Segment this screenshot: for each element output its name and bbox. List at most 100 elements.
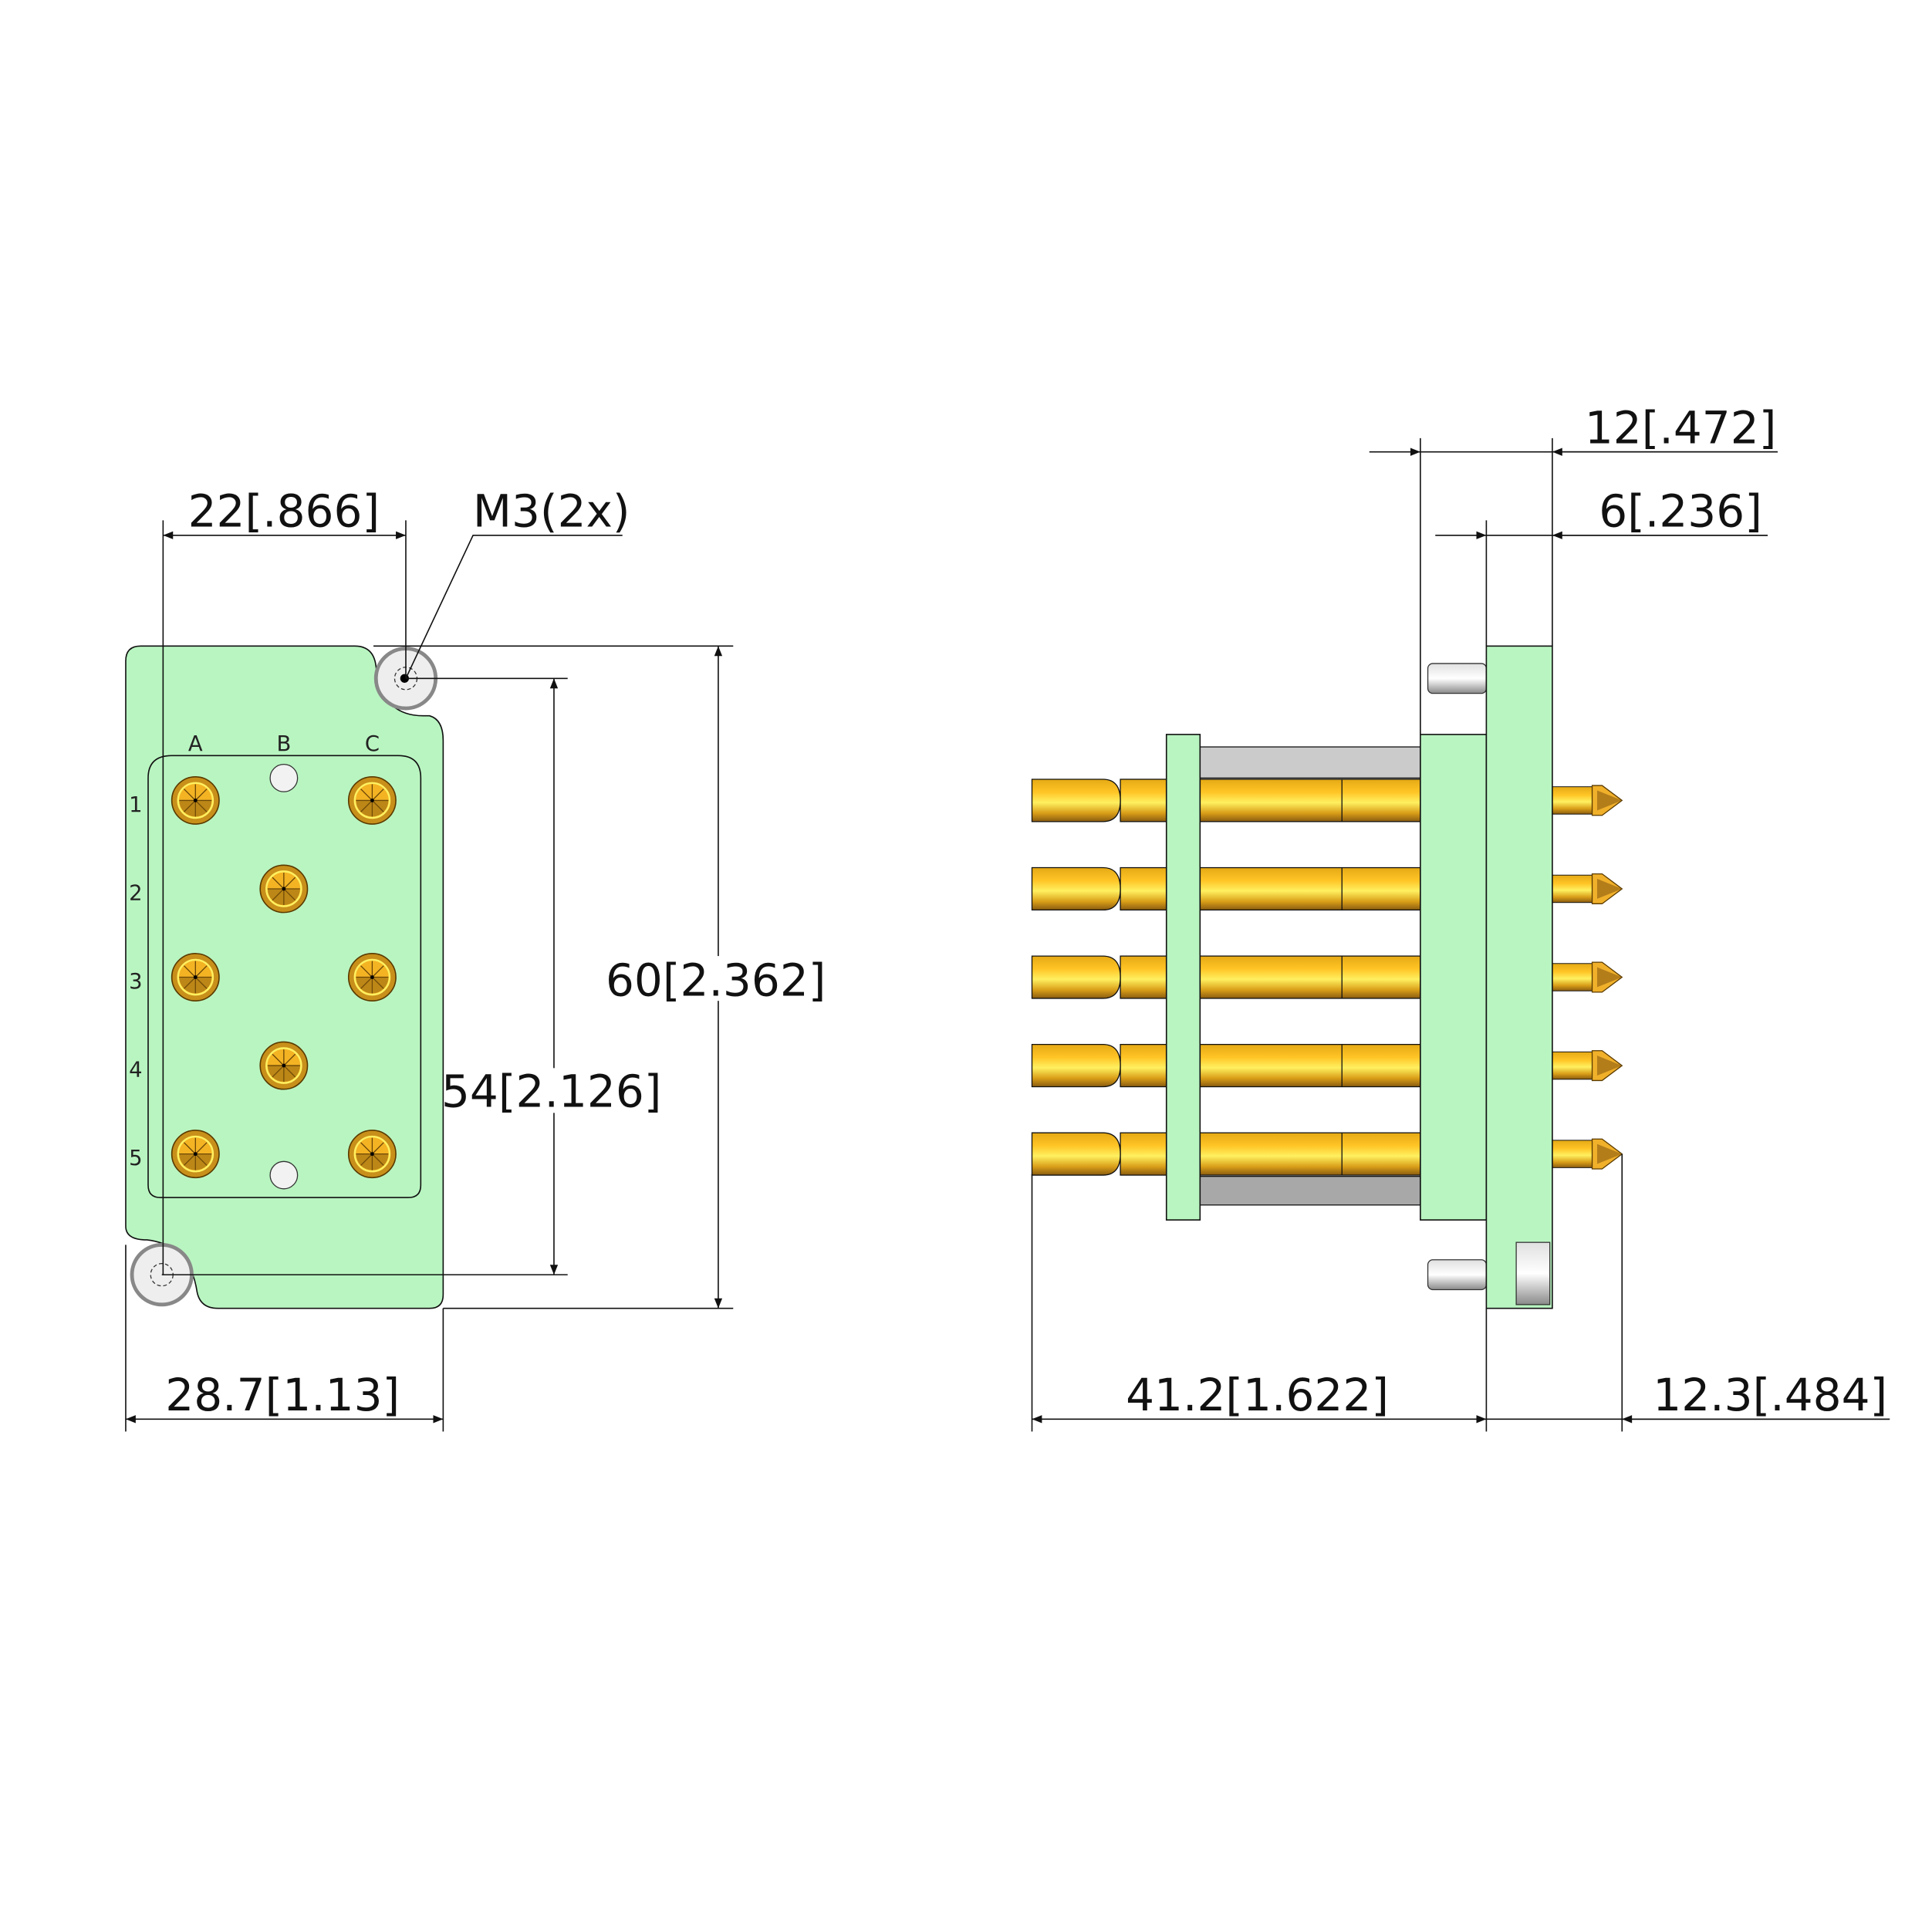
crown-tip-shade	[1596, 967, 1623, 988]
crown-edge	[371, 799, 384, 812]
row-label-4: 4	[129, 1059, 142, 1083]
crown-edge	[360, 977, 373, 989]
crown-edge	[360, 1142, 373, 1155]
crown-center	[282, 1063, 286, 1068]
crown-edge	[283, 876, 296, 890]
crown-edge	[184, 789, 196, 801]
crown-shade	[179, 800, 212, 817]
crown-shade	[267, 888, 300, 905]
row-label-3: 3	[129, 970, 142, 994]
crown-tip-shade	[1596, 790, 1623, 811]
pin-barrel	[1120, 866, 1421, 911]
dim-front-length: 12.3[.484]	[1653, 1369, 1887, 1421]
crown-edge	[272, 1065, 285, 1078]
dim-width: 28.7[1.13]	[165, 1369, 400, 1421]
crown-edge	[184, 965, 196, 978]
side-view: 12[.472] 6[.236] 41.2[1.622] 12.3[.484]	[1031, 401, 1890, 1432]
flange	[1485, 645, 1553, 1309]
contact-pin-b4	[259, 1041, 309, 1090]
row-label-5: 5	[129, 1147, 142, 1170]
standoff-bottom	[1199, 1176, 1421, 1206]
dim-flange-thickness: 6[.236]	[1599, 485, 1762, 537]
crown-edge	[360, 1153, 373, 1166]
contact-pin-a1	[171, 775, 220, 825]
crown-edge	[272, 876, 285, 890]
crown-center	[370, 975, 374, 979]
crown-shade	[179, 977, 212, 994]
middle-block	[1420, 734, 1488, 1221]
crown-edge	[371, 1153, 384, 1166]
guide-pin-bottom	[1427, 1259, 1488, 1291]
pin-barrel	[1120, 955, 1421, 999]
crown-edge	[272, 888, 285, 901]
crown-shade	[356, 977, 389, 994]
rear-plate	[1165, 734, 1201, 1221]
crown-edge	[371, 789, 384, 801]
guide-pin-top	[1427, 663, 1488, 694]
contact-pin-a5	[171, 1130, 220, 1179]
crown-shade	[179, 1153, 212, 1170]
crown-shade	[356, 800, 389, 817]
crown-center	[370, 798, 374, 802]
pin-tail	[1031, 866, 1121, 911]
crown-edge	[184, 1142, 196, 1155]
crown-center	[193, 798, 198, 802]
crown-edge	[194, 1142, 208, 1155]
crown-edge	[283, 1053, 296, 1066]
crown-edge	[371, 965, 384, 978]
plunger	[1552, 786, 1593, 815]
column-label-c: C	[365, 732, 380, 756]
contact-insert-outline	[147, 755, 422, 1198]
coding-hole-bottom	[269, 1160, 299, 1190]
crown-shade	[356, 1153, 389, 1170]
column-label-b: B	[276, 732, 291, 756]
crown-edge	[184, 1153, 196, 1166]
crown-edge	[194, 1153, 208, 1166]
pin-tail	[1031, 779, 1121, 822]
pin-barrel	[1120, 1043, 1421, 1088]
dimension-lines-side	[1031, 437, 1890, 1432]
crown-edge	[194, 799, 208, 812]
column-label-a: A	[188, 732, 203, 756]
coding-hole-top	[269, 763, 299, 792]
crown-tip-shade	[1596, 1056, 1623, 1076]
row-label-2: 2	[129, 881, 142, 905]
crown-tip-shade	[1596, 1143, 1623, 1164]
plunger	[1552, 874, 1593, 904]
dim-hole-spacing: 54[2.126]	[441, 1065, 662, 1117]
pin-tail	[1031, 955, 1121, 999]
crown-center	[282, 887, 286, 891]
crown-edge	[184, 977, 196, 989]
plunger	[1552, 1051, 1593, 1080]
dim-rear-length: 41.2[1.622]	[1126, 1369, 1389, 1421]
dim-pin-width: 22[.866]	[188, 485, 380, 537]
pin-tail	[1031, 1132, 1121, 1176]
dim-thread-callout: M3(2x)	[473, 485, 630, 537]
crown-edge	[360, 799, 373, 812]
crown-edge	[184, 799, 196, 812]
crown-shade	[267, 1066, 300, 1083]
crown-edge	[283, 1065, 296, 1078]
crown-edge	[360, 965, 373, 978]
front-view: A B C 1 2 3 4 5 22[.866] M3(2x) 54[2.126…	[125, 485, 826, 1432]
plunger	[1552, 1140, 1593, 1168]
dim-flange-depth: 12[.472]	[1585, 401, 1777, 454]
screw-head-side	[1515, 1241, 1551, 1305]
crown-center	[193, 975, 198, 979]
dimension-lines-front	[125, 520, 734, 1432]
standoff-top	[1199, 746, 1421, 779]
contact-pin-b2	[259, 864, 309, 914]
crown-edge	[371, 1142, 384, 1155]
contact-pin-c5	[347, 1130, 397, 1179]
contact-pin-c3	[347, 953, 397, 1001]
crown-edge	[194, 965, 208, 978]
pin-barrel	[1120, 1132, 1421, 1176]
pin-tail	[1031, 1043, 1121, 1088]
crown-center	[193, 1152, 198, 1157]
crown-edge	[272, 1053, 285, 1066]
crown-tip-shade	[1596, 879, 1623, 899]
crown-edge	[360, 789, 373, 801]
crown-edge	[371, 977, 384, 989]
